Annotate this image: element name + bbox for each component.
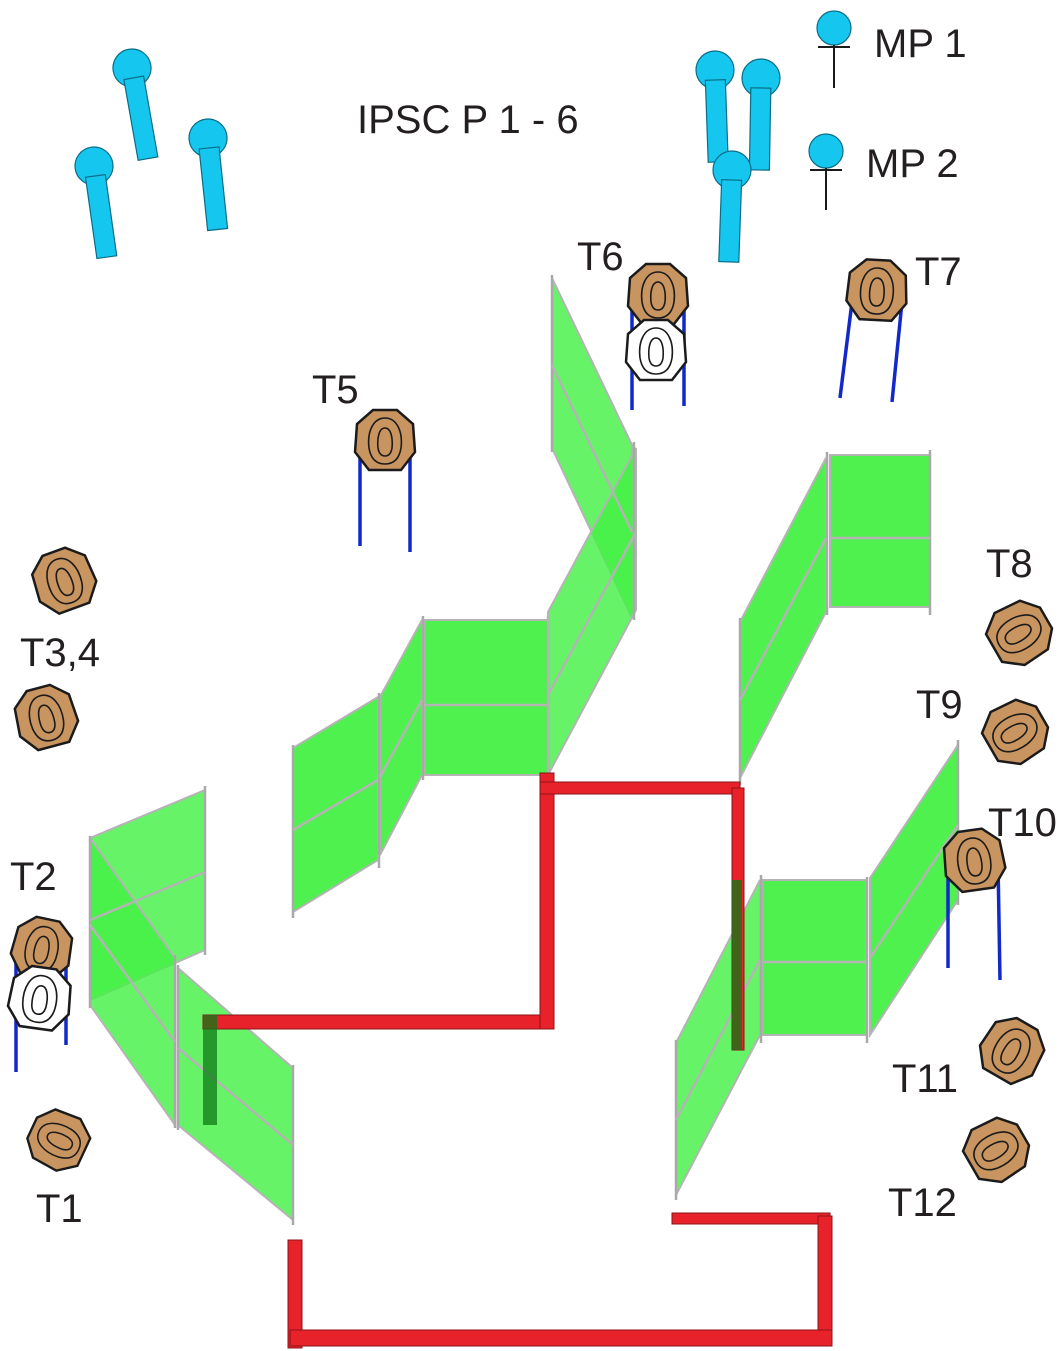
target-t1: T1 bbox=[18, 1100, 98, 1231]
no-shoot-target bbox=[624, 318, 688, 382]
fault-line bbox=[202, 1014, 549, 1030]
wall-rail bbox=[550, 364, 634, 533]
target-t11-label: T11 bbox=[892, 1057, 958, 1101]
target-t5: T5 bbox=[312, 368, 417, 552]
popper bbox=[694, 49, 738, 164]
fault-line bbox=[539, 772, 555, 1030]
fault-line-shadow bbox=[732, 880, 742, 1050]
target-t2-label: T2 bbox=[10, 855, 57, 899]
target-t6: T6 bbox=[577, 235, 690, 410]
paper-target bbox=[844, 257, 910, 323]
popper-icon bbox=[808, 133, 844, 169]
target-t10: T10 bbox=[938, 801, 1057, 981]
stand-leg bbox=[890, 301, 904, 403]
target-t5-label: T5 bbox=[312, 368, 359, 412]
popper bbox=[186, 116, 238, 233]
paper-target bbox=[977, 590, 1063, 676]
popper-group-left bbox=[71, 45, 238, 261]
fault-line bbox=[289, 1329, 833, 1347]
wall-panel bbox=[423, 619, 549, 776]
target-t1-label: T1 bbox=[36, 1187, 83, 1231]
fault-line bbox=[287, 1239, 303, 1349]
wall-rail bbox=[177, 1047, 294, 1146]
paper-target bbox=[973, 689, 1059, 775]
popper-group-right bbox=[694, 49, 781, 264]
fault-line bbox=[671, 1212, 831, 1225]
legend-mp1: MP 1 bbox=[816, 10, 967, 88]
target-t11: T11 bbox=[892, 1007, 1055, 1101]
wall-rail bbox=[738, 537, 828, 701]
wall-left-front bbox=[88, 786, 295, 1225]
paper-target bbox=[24, 540, 104, 620]
fault-line-shadow bbox=[203, 1015, 217, 1125]
legend-mp2: MP 2 bbox=[808, 133, 959, 210]
popper bbox=[109, 45, 168, 163]
wall-center-left bbox=[291, 616, 550, 918]
popper bbox=[71, 143, 127, 261]
wall-rail bbox=[292, 778, 379, 832]
wall-rail bbox=[378, 699, 424, 778]
wall-center-zigzag bbox=[546, 275, 638, 776]
wall-panel bbox=[761, 879, 867, 1036]
popper bbox=[709, 149, 753, 264]
stand-leg bbox=[838, 301, 854, 399]
wall-panel bbox=[829, 454, 931, 608]
wall-rail bbox=[88, 924, 177, 1043]
target-t8-label: T8 bbox=[986, 542, 1033, 586]
fault-line bbox=[539, 781, 741, 795]
target-t7-label: T7 bbox=[915, 250, 962, 294]
popper bbox=[739, 58, 781, 171]
fault-line bbox=[817, 1215, 833, 1347]
target-t9: T9 bbox=[916, 683, 1059, 775]
target-t8: T8 bbox=[977, 542, 1063, 676]
wall-panel bbox=[177, 965, 294, 1223]
target-t12: T12 bbox=[888, 1107, 1040, 1225]
legend-mp1-label: MP 1 bbox=[874, 22, 967, 66]
wall-right-front bbox=[674, 740, 960, 1200]
wall-rail bbox=[674, 959, 762, 1121]
target-t7: T7 bbox=[838, 250, 962, 403]
target-t6-label: T6 bbox=[577, 235, 624, 279]
paper-target bbox=[626, 262, 690, 326]
paper-target bbox=[353, 408, 417, 472]
legend-mp2-label: MP 2 bbox=[866, 142, 959, 186]
stage-title: IPSC P 1 - 6 bbox=[357, 98, 579, 142]
target-t10-label: T10 bbox=[988, 801, 1057, 845]
target-t34-label: T3,4 bbox=[20, 631, 100, 675]
popper-icon bbox=[816, 10, 852, 46]
target-t2: T2 bbox=[4, 855, 79, 1072]
fault-lines bbox=[202, 772, 833, 1349]
wall-rail bbox=[89, 870, 206, 922]
target-t9-label: T9 bbox=[916, 683, 963, 727]
wall-rail bbox=[546, 531, 638, 696]
paper-target bbox=[969, 1007, 1055, 1093]
wall-center-right bbox=[738, 450, 932, 785]
paper-target bbox=[18, 1100, 98, 1180]
paper-target bbox=[8, 679, 84, 755]
target-t3-t4: T3,4 bbox=[8, 540, 104, 755]
paper-target bbox=[954, 1107, 1040, 1193]
target-t12-label: T12 bbox=[888, 1181, 957, 1225]
